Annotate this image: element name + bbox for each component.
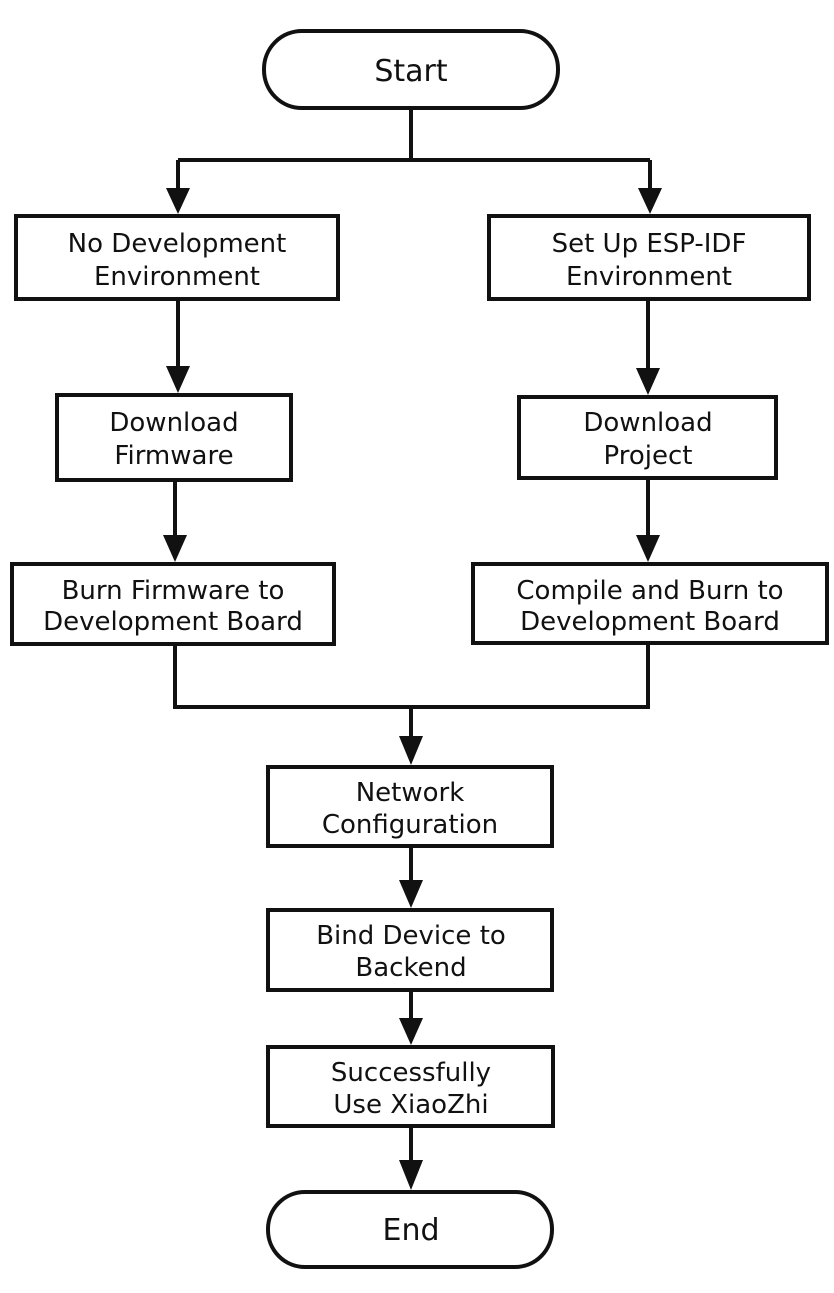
compile-burn-shape	[471, 562, 829, 645]
burn-firmware-box: Burn Firmware to Development Board	[10, 562, 336, 646]
arrowhead-to-no-dev-env	[166, 188, 190, 214]
success-line2: Use XiaoZhi	[333, 1090, 488, 1120]
success-shape	[266, 1045, 555, 1128]
compile-burn-line2: Development Board	[520, 607, 780, 637]
burn-firmware-line2: Development Board	[43, 607, 303, 637]
setup-idf-line1: Set Up ESP-IDF	[552, 229, 747, 259]
no-dev-env-line2: Environment	[94, 262, 260, 292]
burn-firmware-line1: Burn Firmware to	[62, 576, 285, 606]
arrowhead-to-download-firmware	[166, 366, 190, 393]
no-dev-env-shape	[14, 214, 340, 301]
download-project-line1: Download	[583, 408, 712, 438]
download-project-box: Download Project	[517, 395, 778, 480]
download-firmware-shape	[55, 393, 293, 482]
arrowhead-to-success	[399, 1018, 423, 1045]
download-firmware-line2: Firmware	[114, 441, 233, 471]
start-label: Start	[374, 54, 448, 89]
connector-start-split	[176, 108, 652, 192]
arrowhead-to-network-config	[399, 736, 423, 765]
success-line1: Successfully	[331, 1058, 491, 1088]
network-config-line2: Configuration	[322, 810, 498, 840]
setup-idf-line2: Environment	[566, 262, 732, 292]
burn-firmware-shape	[10, 562, 336, 646]
connectors	[163, 108, 662, 1190]
arrowhead-to-burn-firmware	[163, 535, 187, 562]
no-dev-env-line1: No Development	[68, 229, 287, 259]
compile-burn-box: Compile and Burn to Development Board	[471, 562, 829, 645]
network-config-shape	[266, 765, 554, 848]
start-terminal: Start	[262, 29, 560, 110]
network-config-box: Network Configuration	[266, 765, 554, 848]
arrowhead-to-download-project	[636, 368, 660, 395]
bind-device-box: Bind Device to Backend	[266, 908, 554, 992]
arrowhead-to-bind-device	[399, 880, 423, 908]
arrowhead-to-end	[399, 1160, 423, 1190]
arrowhead-to-compile-burn	[636, 535, 660, 562]
download-firmware-line1: Download	[109, 408, 238, 438]
end-terminal-shape	[266, 1190, 554, 1269]
compile-burn-line1: Compile and Burn to	[516, 576, 783, 606]
bind-device-shape	[266, 908, 554, 992]
download-project-shape	[517, 395, 778, 480]
end-label: End	[382, 1213, 439, 1248]
setup-idf-shape	[487, 214, 811, 301]
connector-merge	[173, 643, 650, 740]
bind-device-line2: Backend	[355, 953, 466, 983]
bind-device-line1: Bind Device to	[316, 921, 506, 951]
start-terminal-shape	[262, 29, 560, 110]
setup-idf-box: Set Up ESP-IDF Environment	[487, 214, 811, 301]
download-project-line2: Project	[604, 441, 693, 471]
no-dev-env-box: No Development Environment	[14, 214, 340, 301]
end-terminal: End	[266, 1190, 554, 1269]
arrowhead-to-setup-idf	[638, 188, 662, 214]
network-config-line1: Network	[356, 778, 465, 808]
success-box: Successfully Use XiaoZhi	[266, 1045, 555, 1128]
download-firmware-box: Download Firmware	[55, 393, 293, 482]
